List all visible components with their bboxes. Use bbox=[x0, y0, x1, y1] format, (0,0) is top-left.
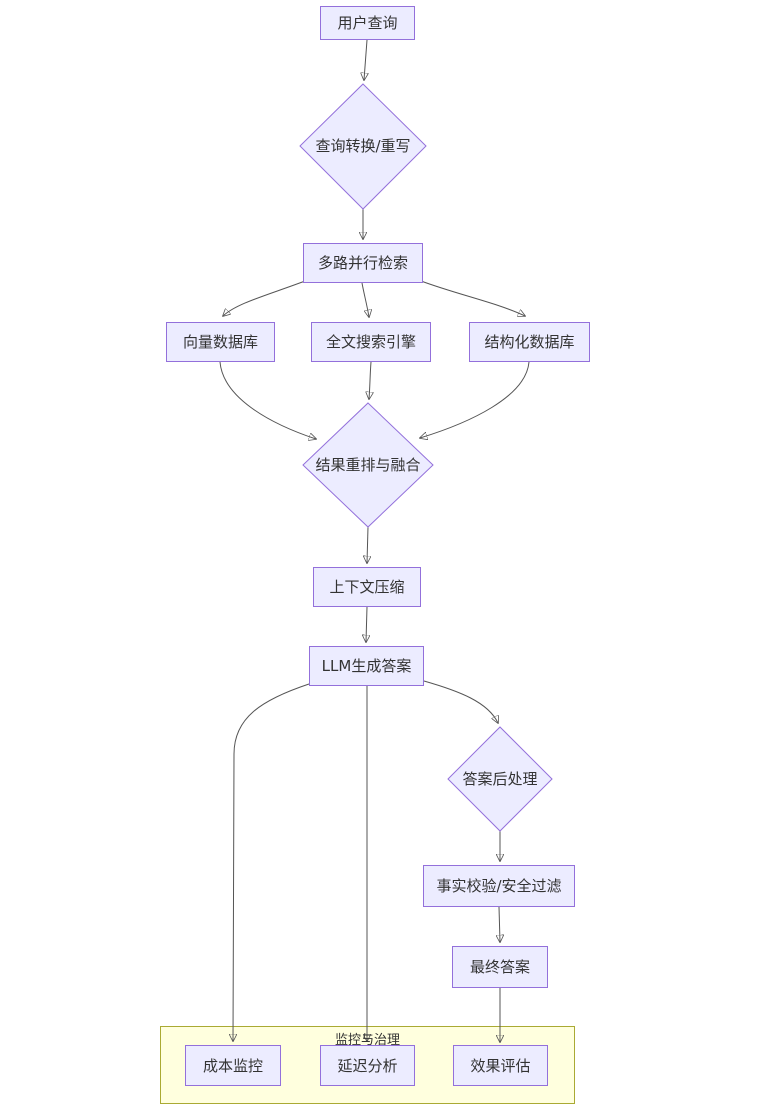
node-structured-db-label: 结构化数据库 bbox=[484, 333, 575, 351]
edge-context-compress-to-llm-generate bbox=[366, 606, 367, 642]
node-fact-check-label: 事实校验/安全过滤 bbox=[436, 877, 562, 895]
node-cost-monitor-label: 成本监控 bbox=[202, 1056, 263, 1075]
node-latency-analysis: 延迟分析 bbox=[320, 1045, 415, 1086]
edge-vector-db-to-rerank-fusion bbox=[219, 361, 316, 439]
node-context-compress: 上下文压缩 bbox=[313, 567, 421, 607]
edge-multi-retrieval-to-fulltext-search bbox=[361, 282, 369, 317]
node-fact-check: 事实校验/安全过滤 bbox=[423, 865, 575, 907]
edge-multi-retrieval-to-structured-db bbox=[420, 280, 525, 316]
node-context-compress-label: 上下文压缩 bbox=[329, 578, 405, 596]
node-vector-db: 向量数据库 bbox=[166, 322, 275, 362]
node-query-rewrite-label: 查询转换/重写 bbox=[315, 137, 411, 155]
edge-fulltext-search-to-rerank-fusion bbox=[369, 361, 371, 399]
edge-fact-check-to-final-answer bbox=[499, 906, 500, 942]
node-multi-retrieval: 多路并行检索 bbox=[303, 243, 423, 283]
node-llm-generate: LLM生成答案 bbox=[309, 646, 424, 686]
subgraph-monitoring-governance-label: 监控与治理 bbox=[334, 1033, 400, 1048]
node-fulltext-search-label: 全文搜索引擎 bbox=[325, 333, 416, 351]
node-llm-generate-label: LLM生成答案 bbox=[321, 657, 412, 675]
node-rerank-fusion-label: 结果重排与融合 bbox=[315, 456, 421, 474]
node-fulltext-search: 全文搜索引擎 bbox=[311, 322, 431, 362]
node-final-answer: 最终答案 bbox=[452, 946, 548, 988]
edge-user-query-to-query-rewrite bbox=[364, 39, 367, 80]
node-cost-monitor: 成本监控 bbox=[185, 1045, 281, 1086]
node-vector-db-label: 向量数据库 bbox=[182, 333, 258, 351]
node-multi-retrieval-label: 多路并行检索 bbox=[317, 254, 408, 272]
node-user-query-label: 用户查询 bbox=[337, 14, 398, 32]
node-final-answer-label: 最终答案 bbox=[469, 958, 530, 976]
node-post-process-shape bbox=[447, 726, 553, 832]
edge-rerank-fusion-to-context-compress bbox=[367, 526, 368, 563]
node-user-query: 用户查询 bbox=[320, 6, 415, 40]
edge-llm-generate-to-post-process bbox=[423, 680, 498, 723]
node-effect-eval-label: 效果评估 bbox=[470, 1056, 531, 1075]
node-structured-db: 结构化数据库 bbox=[469, 322, 590, 362]
edge-structured-db-to-rerank-fusion bbox=[420, 361, 530, 438]
edge-multi-retrieval-to-vector-db bbox=[223, 280, 306, 316]
node-post-process-label: 答案后处理 bbox=[462, 770, 538, 788]
node-latency-analysis-label: 延迟分析 bbox=[337, 1056, 398, 1075]
node-rerank-fusion-shape bbox=[302, 402, 434, 528]
node-effect-eval: 效果评估 bbox=[453, 1045, 548, 1086]
edge-llm-generate-to-cost-monitor bbox=[233, 683, 310, 1041]
node-query-rewrite-shape bbox=[299, 83, 427, 210]
